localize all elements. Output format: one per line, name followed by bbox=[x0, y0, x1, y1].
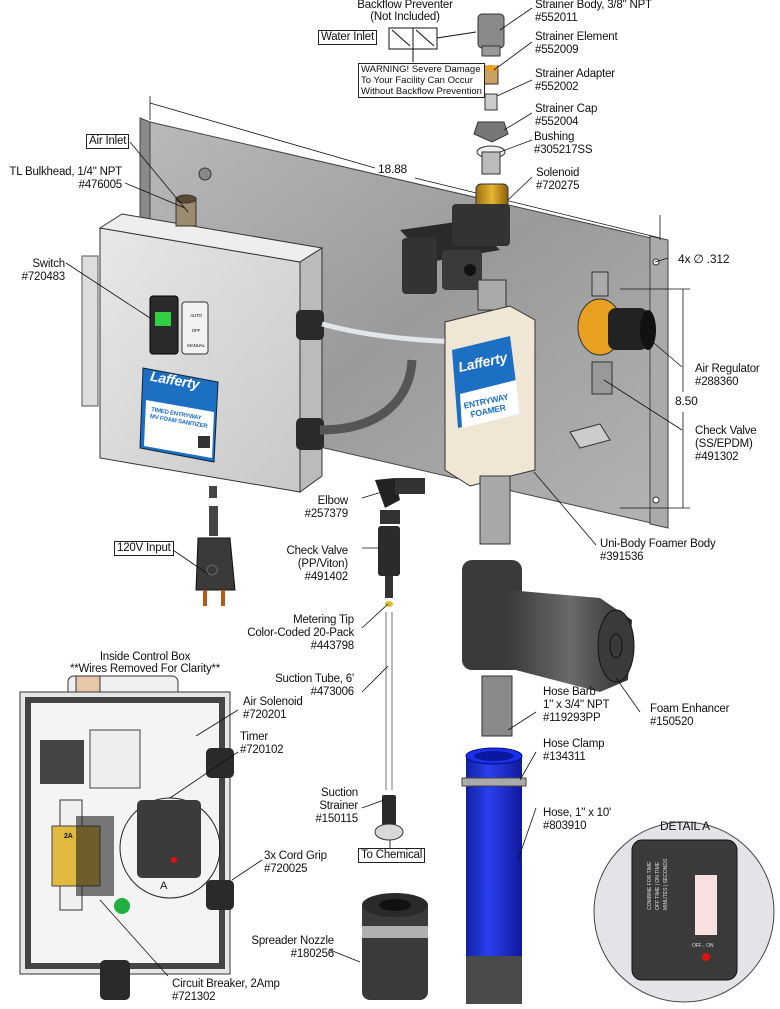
callout-timer: Timer#720102 bbox=[240, 731, 284, 756]
detail-a-switch-label: OFF←ON bbox=[692, 943, 714, 949]
callout-hose: Hose, 1" x 10'#803910 bbox=[543, 807, 612, 832]
callout-foam-enhancer: Foam Enhancer#150520 bbox=[650, 703, 730, 728]
backflow-preventer-symbol bbox=[388, 27, 477, 62]
hose-assembly-art bbox=[461, 675, 527, 1004]
callout-elbow: Elbow#257379 bbox=[304, 495, 349, 520]
air-regulator-art bbox=[569, 271, 656, 449]
callout-strainer-element: Strainer Element#552009 bbox=[535, 31, 618, 56]
backflow-warning: WARNING! Severe Damage To Your Facility … bbox=[358, 63, 485, 98]
tl-bulkhead-art bbox=[175, 167, 212, 227]
callout-circuit-breaker: Circuit Breaker, 2Amp#721302 bbox=[172, 978, 280, 1003]
dimension-height: 8.50 bbox=[675, 394, 698, 408]
breaker-rating: 2A bbox=[64, 833, 73, 840]
control-box bbox=[81, 213, 324, 493]
inside-control-box-art bbox=[19, 675, 234, 1000]
air-inlet-label: Air Inlet bbox=[86, 134, 130, 149]
detail-a-row3: MINUTES | SECONDS bbox=[663, 858, 669, 910]
power-plug bbox=[195, 486, 236, 606]
callout-strainer-body: Strainer Body, 3/8" NPT#552011 bbox=[535, 0, 652, 24]
foam-enhancer-art bbox=[462, 560, 635, 692]
strainer-stack bbox=[452, 13, 510, 246]
callout-cord-grip: 3x Cord Grip#720025 bbox=[264, 850, 327, 875]
callout-solenoid: Solenoid#720275 bbox=[536, 167, 580, 192]
input-120v-label: 120V Input bbox=[114, 541, 174, 556]
dimension-lines bbox=[149, 96, 690, 509]
control-box-subtitle: **Wires Removed For Clarity** bbox=[69, 663, 221, 675]
leader-lines bbox=[65, 7, 683, 977]
suction-assembly-art bbox=[374, 478, 425, 850]
callout-switch: Switch#720483 bbox=[21, 258, 66, 283]
dimension-holes: 4x ∅ .312 bbox=[678, 252, 730, 266]
callout-suction-tube: Suction Tube, 6'#473006 bbox=[275, 673, 354, 698]
warning-line-3: Without Backflow Prevention bbox=[361, 86, 482, 97]
callout-check-valve-ss: Check Valve(SS/EPDM)#491302 bbox=[695, 425, 757, 463]
backflow-preventer-title: Backflow Preventer bbox=[357, 0, 453, 11]
water-inlet-label: Water Inlet bbox=[318, 30, 377, 45]
air-solenoid-plate bbox=[400, 220, 500, 294]
callout-air-regulator: Air Regulator#288360 bbox=[695, 363, 760, 388]
callout-strainer-adapter: Strainer Adapter#552002 bbox=[535, 68, 615, 93]
dimension-width: 18.88 bbox=[378, 162, 408, 176]
detail-a-marker: A bbox=[160, 880, 168, 892]
detail-a-legend: COMBINE FOR TIME OFF TIME | ON TIME MINU… bbox=[646, 850, 670, 910]
backflow-preventer-subtitle: (Not Included) bbox=[370, 11, 440, 23]
callout-uni-body: Uni-Body Foamer Body#391536 bbox=[600, 538, 716, 563]
control-box-title: Inside Control Box bbox=[99, 651, 191, 663]
foamer-body-art bbox=[444, 279, 536, 545]
detail-a-art bbox=[593, 821, 775, 1003]
callout-bushing: Bushing#305217SS bbox=[534, 131, 593, 156]
to-chemical-label: To Chemical bbox=[358, 848, 426, 863]
callout-strainer-cap: Strainer Cap#552004 bbox=[535, 103, 598, 128]
callout-hose-clamp: Hose Clamp#134311 bbox=[543, 738, 605, 763]
callout-check-valve-pp: Check Valve(PP/Viton)#491402 bbox=[286, 545, 348, 583]
spreader-nozzle-art bbox=[362, 893, 428, 1000]
callout-spreader-nozzle: Spreader Nozzle#180256 bbox=[251, 935, 334, 960]
warning-line-1: WARNING! Severe Damage bbox=[361, 64, 481, 75]
callout-air-solenoid: Air Solenoid#720201 bbox=[243, 696, 303, 721]
detail-a-title: DETAIL A bbox=[660, 819, 710, 833]
detail-a-combine: COMBINE FOR TIME bbox=[647, 861, 653, 910]
detail-a-row2: OFF TIME | ON TIME bbox=[655, 861, 661, 910]
callout-tl-bulkhead: TL Bulkhead, 1/4" NPT#476005 bbox=[9, 166, 122, 191]
warning-line-2: To Your Facility Can Occur bbox=[361, 75, 473, 86]
